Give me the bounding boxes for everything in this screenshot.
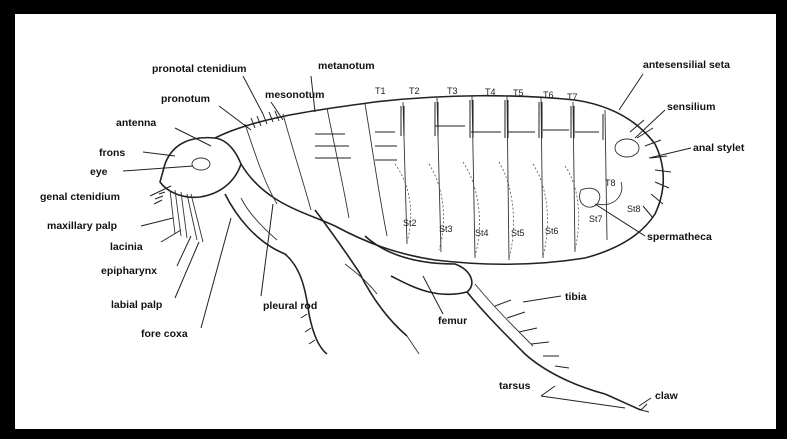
tergite-label: T8 (605, 178, 616, 188)
label-metanotum: metanotum (318, 60, 375, 72)
sternite-label: St2 (403, 218, 417, 228)
tergite-label: T3 (447, 86, 458, 96)
label-antesensilial-seta: antesensilial seta (643, 59, 730, 71)
label-pleural-rod: pleural rod (263, 300, 317, 312)
tergite-label: T5 (513, 88, 524, 98)
label-lacinia: lacinia (110, 241, 143, 253)
sternite-label: St8 (627, 204, 641, 214)
tergite-label: T4 (485, 87, 496, 97)
label-sensilium: sensilium (667, 101, 715, 113)
label-antenna: antenna (116, 117, 156, 129)
label-mesonotum: mesonotum (265, 89, 325, 101)
sternite-label: St7 (589, 214, 603, 224)
label-genal-ctenidium: genal ctenidium (40, 191, 120, 203)
label-anal-stylet: anal stylet (693, 142, 745, 154)
tergite-label: T6 (543, 90, 554, 100)
label-eye: eye (90, 166, 108, 178)
segment-bristles (251, 100, 671, 218)
sternite-arcs (395, 139, 639, 258)
label-claw: claw (655, 390, 679, 402)
label-labial-palp: labial palp (111, 299, 162, 311)
sternite-labels: St2 St3 St4 St5 St6 St7 St8 (403, 204, 641, 238)
label-epipharynx: epipharynx (101, 265, 157, 277)
tergite-label: T1 (375, 86, 386, 96)
label-fore-coxa: fore coxa (141, 328, 188, 340)
label-frons: frons (99, 147, 125, 159)
label-pronotum: pronotum (161, 93, 210, 105)
sternite-label: St3 (439, 224, 453, 234)
label-tibia: tibia (565, 291, 587, 303)
label-tarsus: tarsus (499, 380, 531, 392)
flea-anatomy-diagram: pronotal ctenidium metanotum mesonotum p… (15, 14, 776, 429)
label-femur: femur (438, 315, 467, 327)
label-maxillary-palp: maxillary palp (47, 220, 117, 232)
anatomy-labels: pronotal ctenidium metanotum mesonotum p… (40, 59, 745, 402)
diagram-panel: pronotal ctenidium metanotum mesonotum p… (15, 14, 776, 429)
tergite-label: T7 (567, 92, 578, 102)
label-spermatheca: spermatheca (647, 231, 712, 243)
sternite-label: St5 (511, 228, 525, 238)
flea-body (160, 96, 663, 265)
label-pronotal-ctenidium: pronotal ctenidium (152, 63, 247, 75)
tergite-label: T2 (409, 86, 420, 96)
sternite-label: St6 (545, 226, 559, 236)
sternite-label: St4 (475, 228, 489, 238)
